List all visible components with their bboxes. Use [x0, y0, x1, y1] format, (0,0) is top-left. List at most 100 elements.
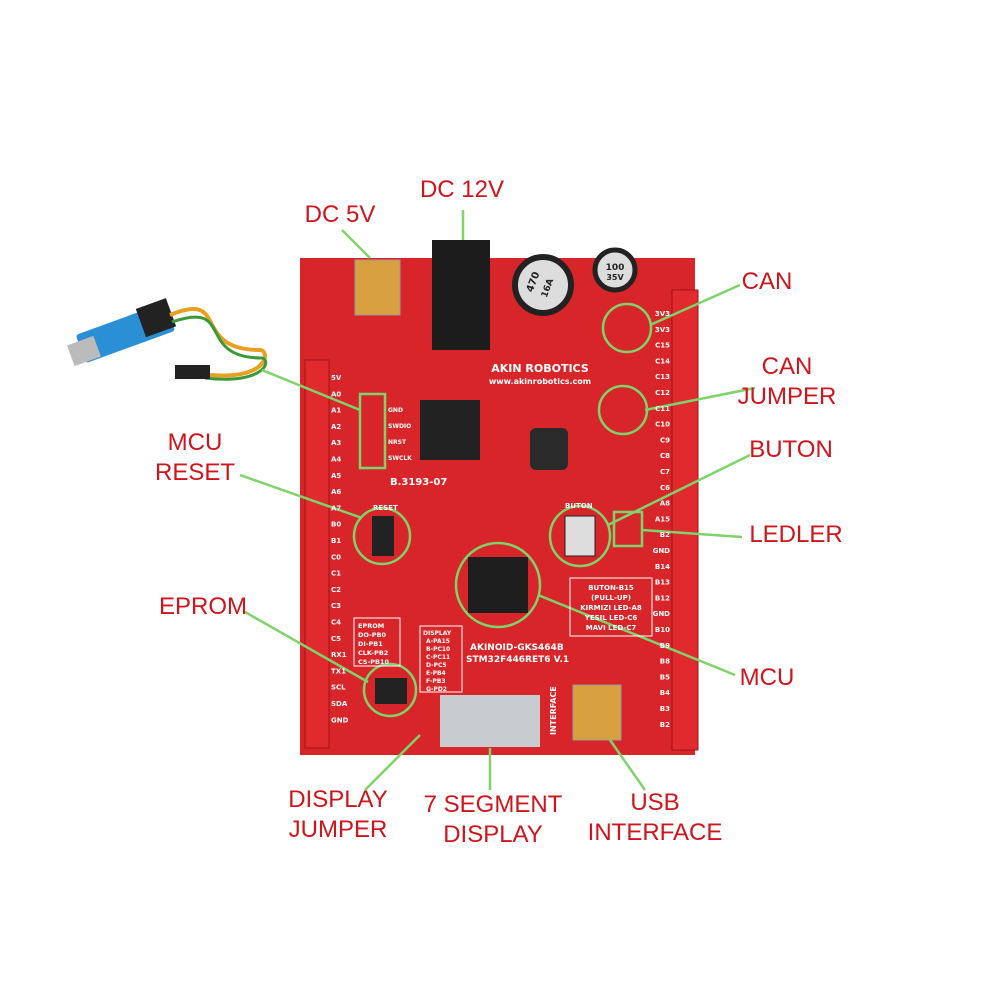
callout-dc-12v: DC 12V	[419, 176, 505, 203]
user-button	[564, 515, 596, 557]
display-line: C-PC11	[426, 654, 450, 661]
pin-label: 5V	[331, 374, 342, 382]
display-line: F-PB3	[426, 678, 446, 685]
swd-pin: NRST	[388, 439, 407, 446]
pin-label: B5	[660, 673, 670, 681]
reset-button	[372, 516, 394, 556]
display-line: E-PB4	[426, 670, 446, 677]
info-line: YESIL LED-C6	[584, 614, 638, 622]
right-header	[671, 289, 699, 751]
highlight-marks	[239, 210, 756, 791]
swd-pin: GND	[388, 407, 403, 414]
eprom-line: CLK-PB2	[358, 649, 388, 657]
eprom-box: EPROM DO-PB0 DI-PB1 CLK-PB2 CS-PB10	[353, 617, 401, 667]
callout-usb-interface: USB INTERFACE	[588, 788, 723, 848]
pin-label: C14	[655, 357, 670, 365]
capacitor-2-value: 100	[606, 263, 625, 273]
pin-label: A8	[660, 500, 670, 508]
pin-label: A7	[331, 504, 341, 512]
pin-label: C7	[660, 468, 670, 476]
pin-label: C15	[655, 342, 670, 350]
callout-mcu: MCU	[739, 664, 795, 691]
pin-label: B2	[660, 721, 670, 729]
eprom-chip	[375, 678, 407, 704]
pin-label: B12	[655, 594, 670, 602]
eprom-line: EPROM	[358, 622, 384, 630]
pin-label: A15	[655, 515, 670, 523]
pin-label: A5	[331, 472, 341, 480]
mcu-chip	[468, 557, 528, 613]
callout-ledler: LEDLER	[749, 521, 843, 548]
board-interface: INTERFACE	[549, 686, 558, 735]
pin-label: B4	[660, 689, 670, 697]
capacitor-470uf	[512, 254, 574, 316]
board-part: B.3193-07	[390, 477, 447, 488]
pin-label: B13	[655, 579, 670, 587]
callout-line: MCU	[167, 429, 223, 456]
pin-label: C13	[655, 373, 670, 381]
capacitor-2-voltage: 35V	[606, 273, 624, 282]
board-model: AKINOID-GKS464B	[470, 643, 564, 653]
inductor	[530, 428, 568, 470]
callout-line: INTERFACE	[587, 819, 723, 846]
swd-pin: SWCLK	[388, 455, 412, 462]
display-box: DISPLAY A-PA15 B-PC10 C-PC11 D-PC5 E-PB4…	[419, 625, 463, 693]
eprom-line: DI-PB1	[358, 640, 383, 648]
board-brand: AKIN ROBOTICS	[491, 362, 589, 375]
callout-line: DISPLAY	[443, 821, 543, 848]
callout-line: CAN	[761, 353, 813, 380]
pin-label: GND	[653, 547, 671, 555]
mini-usb-interface	[572, 684, 622, 741]
callout-line: DISPLAY	[288, 786, 388, 813]
left-pin-labels: 5VA0A1A2A3A4A5A6A7B0B1C0C1C2C3C4C5RX1TX1…	[331, 374, 349, 724]
callout-dc-5v: DC 5V	[304, 201, 376, 228]
pin-label: B14	[655, 563, 670, 571]
info-line: (PULL-UP)	[591, 594, 631, 602]
pin-label: C8	[660, 452, 670, 460]
pin-label: B1	[331, 537, 341, 545]
pin-label: C9	[660, 436, 670, 444]
swd-pin-labels: GND SWDIO NRST SWCLK	[388, 407, 412, 462]
pin-label: SCL	[331, 684, 346, 692]
pcb-board	[300, 258, 695, 755]
callout-display-jumper: DISPLAY JUMPER	[288, 785, 388, 845]
pin-label: C5	[331, 635, 341, 643]
pin-label: C11	[655, 405, 670, 413]
info-line: KIRMIZI LED-A8	[580, 604, 642, 612]
left-header	[304, 359, 330, 749]
info-box: BUTON-B15 (PULL-UP) KIRMIZI LED-A8 YESIL…	[569, 577, 653, 637]
pin-label: RX1	[331, 651, 347, 659]
callout-line: JUMPER	[288, 816, 388, 843]
mini-usb-dc5v	[354, 259, 401, 316]
display-line: D-PC5	[426, 662, 447, 669]
pin-label: B3	[660, 705, 670, 713]
capacitor-100uf	[592, 247, 638, 293]
pin-label: B0	[331, 521, 341, 529]
pin-label: B8	[660, 658, 670, 666]
dc-barrel-jack	[432, 240, 490, 350]
display-line: G-PD2	[426, 686, 447, 693]
display-line: B-PC10	[426, 646, 450, 653]
info-line: MAVI LED-C7	[586, 624, 637, 632]
pin-label: A0	[331, 390, 341, 398]
board-reset: RESET	[373, 504, 398, 512]
pin-label: GND	[331, 716, 349, 724]
board-url: www.akinrobotics.com	[489, 377, 591, 386]
pin-label: 3V3	[655, 310, 670, 318]
pin-label: A2	[331, 423, 341, 431]
pin-label: TX1	[331, 667, 346, 675]
pin-label: C6	[660, 484, 670, 492]
eprom-line: DO-PB0	[358, 631, 386, 639]
st-link-programmer	[67, 298, 268, 381]
eprom-line: CS-PB10	[358, 658, 390, 666]
pin-label: B10	[655, 626, 670, 634]
right-pin-labels: 3V33V3C15C14C13C12C11C10C9C8C7C6A8A15B2G…	[653, 310, 671, 729]
callout-line: USB	[630, 789, 680, 816]
board-buton: BUTON	[565, 502, 593, 510]
pin-label: SDA	[331, 700, 348, 708]
pin-label: 3V3	[655, 326, 670, 334]
swd-pin: SWDIO	[388, 423, 411, 430]
